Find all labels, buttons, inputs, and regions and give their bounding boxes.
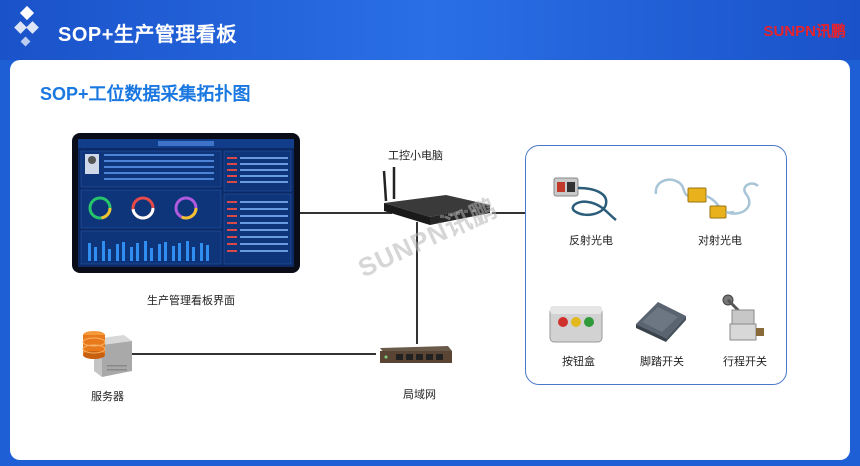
button-box-label: 按钮盒 <box>562 353 595 369</box>
server-icon <box>80 325 134 381</box>
lan-label: 局域网 <box>403 386 436 402</box>
travel-switch-icon <box>718 290 768 346</box>
reflective-sensor-icon <box>546 170 622 226</box>
button-box-icon <box>548 302 604 346</box>
foot-switch-icon <box>628 294 692 344</box>
link-dashboard-pc <box>300 212 392 214</box>
foot-switch-label: 脚踏开关 <box>640 353 684 369</box>
mini-pc-label: 工控小电脑 <box>388 147 443 163</box>
dashboard-preview <box>78 139 294 267</box>
link-server-lan <box>132 353 376 355</box>
reflective-sensor-label: 反射光电 <box>569 232 613 248</box>
brand-logo: SUNPN讯鹏 <box>763 20 846 41</box>
page-title: SOP+生产管理看板 <box>58 18 237 47</box>
logo-icon <box>14 6 44 50</box>
through-beam-sensor-icon <box>652 172 762 226</box>
dashboard-monitor <box>72 133 300 273</box>
through-beam-sensor-label: 对射光电 <box>698 232 742 248</box>
travel-switch-label: 行程开关 <box>723 353 767 369</box>
header-bar: SOP+生产管理看板 SUNPN讯鹏 <box>0 0 860 60</box>
dashboard-label: 生产管理看板界面 <box>147 292 235 308</box>
diagram-title: SOP+工位数据采集拓扑图 <box>40 80 251 106</box>
dashboard-screen <box>78 139 294 267</box>
server-label: 服务器 <box>91 388 124 404</box>
lan-router-icon <box>376 342 454 366</box>
